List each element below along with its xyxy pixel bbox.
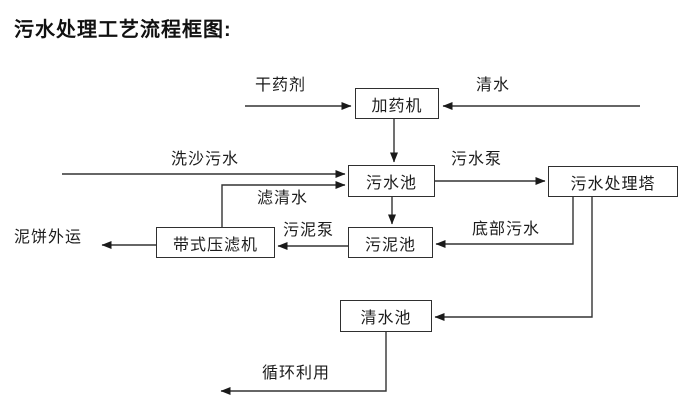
node-sewage-pool: 污水池 [348, 165, 435, 197]
node-clean-water-pool: 清水池 [340, 300, 432, 332]
flow-label-clean-water-in: 清水 [476, 77, 511, 95]
flow-label-sludge-pump: 污泥泵 [283, 222, 335, 240]
arrow-clean-water-pool-to-recycle [220, 332, 387, 395]
flow-label-sewage-pump: 污水泵 [451, 151, 503, 169]
flow-label-sand-wash-sewage: 洗沙污水 [171, 151, 240, 169]
flow-label-filtered-water: 滤清水 [257, 190, 309, 208]
arrow-belt-press-to-sewage-pool-filtered-water [221, 181, 346, 227]
node-treatment-tower: 污水处理塔 [548, 166, 678, 197]
arrow-tower-to-sludge-pool-bottom-sewage [435, 197, 574, 248]
node-belt-filter-press: 带式压滤机 [156, 227, 275, 258]
flow-label-dry-agent: 干药剂 [255, 77, 307, 95]
node-dosing-machine: 加药机 [355, 88, 439, 119]
flow-label-mud-cake-out: 泥饼外运 [14, 229, 83, 247]
node-sludge-pool: 污泥池 [348, 227, 433, 258]
flow-label-recycle-use: 循环利用 [262, 365, 331, 383]
arrow-tower-to-clean-water-pool [434, 197, 593, 321]
flow-label-bottom-sewage: 底部污水 [472, 221, 541, 239]
page-title: 污水处理工艺流程框图: [14, 19, 232, 41]
